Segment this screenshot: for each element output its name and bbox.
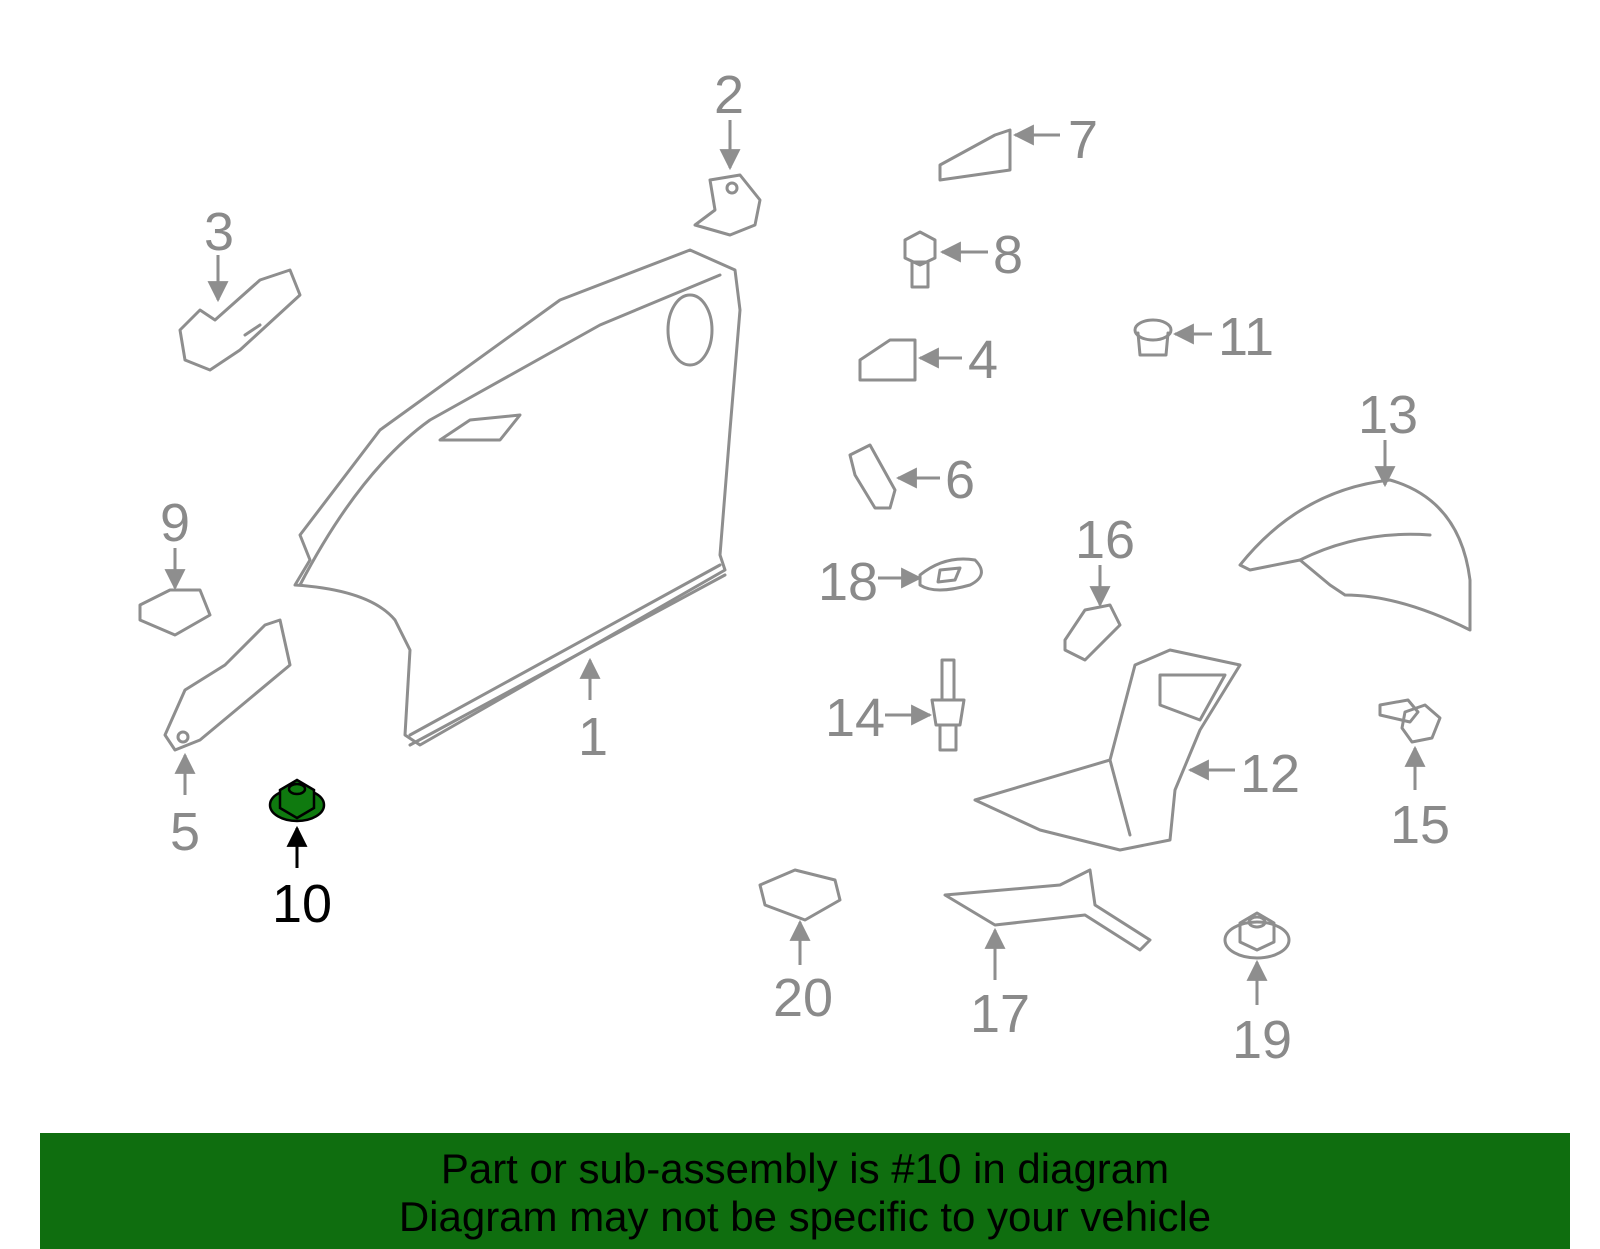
bracket-2-part [693, 173, 762, 237]
callout-13: 13 [1358, 385, 1418, 445]
parts-diagram: 1 2 3 4 5 6 7 8 9 [138, 65, 1472, 1070]
info-banner: Part or sub-assembly is #10 in diagram D… [40, 1133, 1570, 1249]
screw-15-part [1378, 698, 1442, 744]
callout-7: 7 [1068, 110, 1098, 170]
fender-part [293, 248, 742, 747]
callout-14: 14 [825, 688, 885, 748]
callout-17: 17 [970, 984, 1030, 1044]
bolt-8-part [903, 230, 937, 289]
callout-6: 6 [945, 450, 975, 510]
clip-6-part [848, 443, 897, 510]
bracket-4-part [858, 338, 917, 382]
callout-1: 1 [578, 707, 608, 767]
seal-16-part [1063, 603, 1122, 662]
bracket-5-part [163, 618, 292, 752]
callout-19: 19 [1232, 1010, 1292, 1070]
push-pin-14-part [930, 658, 966, 752]
bracket-3-part [178, 268, 302, 372]
callout-16: 16 [1075, 510, 1135, 570]
nut-clip-20-part [758, 868, 842, 922]
wheel-liner-13-part [1238, 478, 1472, 632]
banner-line-2: Diagram may not be specific to your vehi… [398, 1193, 1212, 1240]
callout-15: 15 [1390, 795, 1450, 855]
callout-3: 3 [204, 202, 234, 262]
flange-nut-19-part [1223, 911, 1291, 960]
flange-nut-10-part [268, 778, 326, 823]
callout-11: 11 [1218, 307, 1274, 367]
brace-17-part [943, 868, 1152, 952]
banner-line-1: Part or sub-assembly is #10 in diagram [440, 1145, 1170, 1192]
callout-8: 8 [993, 225, 1023, 285]
grommet-11-part [1133, 318, 1173, 357]
callout-20: 20 [773, 968, 833, 1028]
callout-4: 4 [968, 330, 998, 390]
callout-5: 5 [170, 802, 200, 862]
callout-12: 12 [1240, 744, 1300, 804]
callout-18: 18 [818, 552, 878, 612]
retainer-18-part [918, 557, 983, 592]
splash-shield-12-part [973, 648, 1242, 852]
bracket-7-part [938, 128, 1012, 182]
callout-2: 2 [714, 65, 744, 125]
callout-10: 10 [272, 874, 332, 934]
nut-clip-9-part [138, 588, 212, 637]
callout-9: 9 [160, 493, 190, 553]
